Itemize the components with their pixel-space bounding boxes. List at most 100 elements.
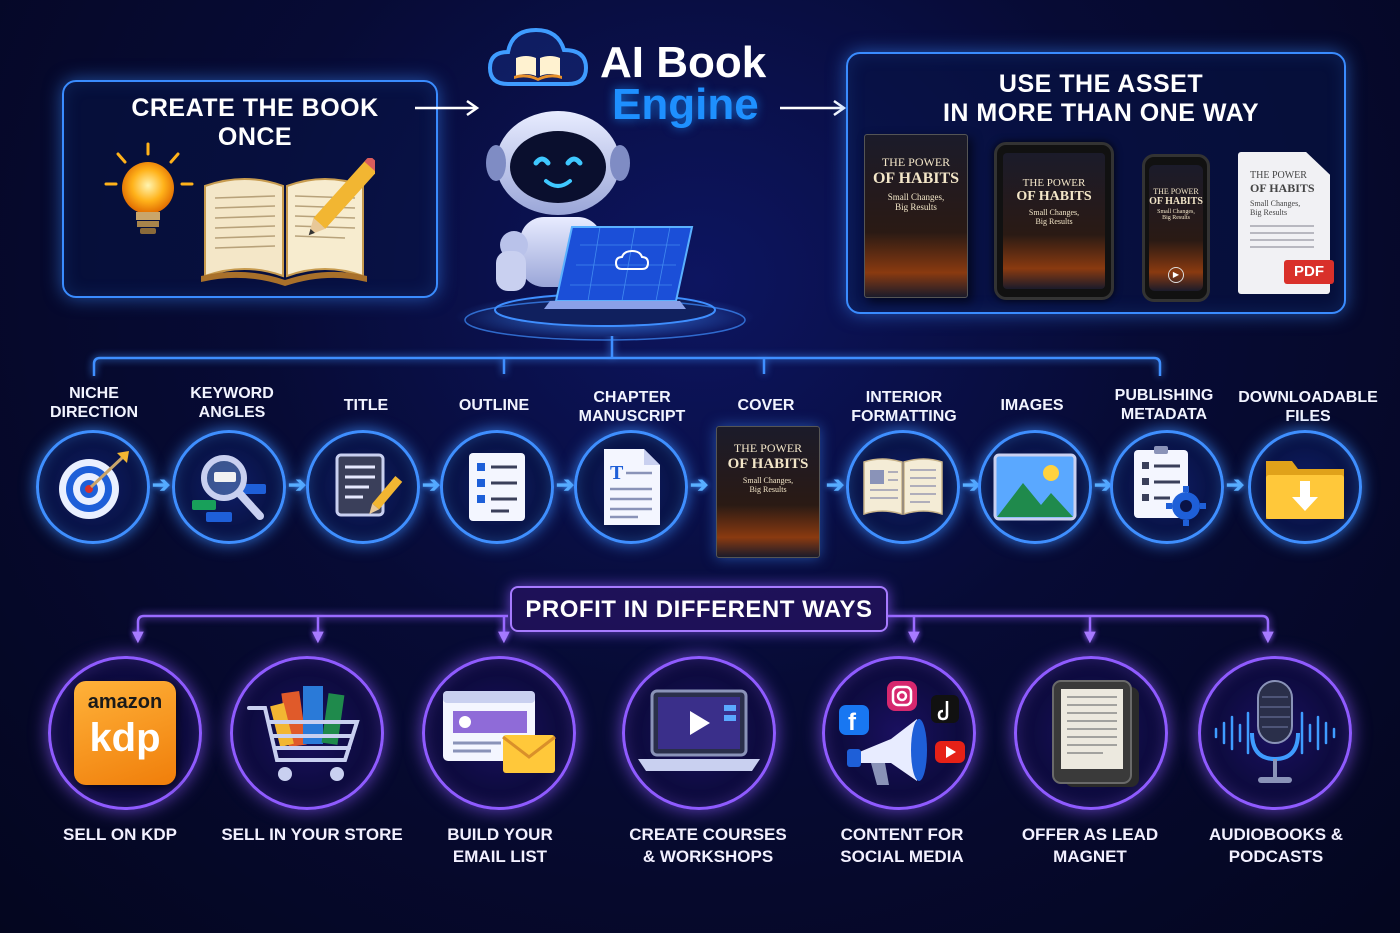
phone-device: THE POWER OF HABITS Small Changes, Big R…	[1142, 154, 1210, 302]
arrow-to-asset-box	[780, 96, 852, 120]
purple-arrow-1: ▼	[128, 626, 148, 648]
phone-subtitle-1: Small Changes,	[1157, 209, 1195, 215]
open-book-pencil-icon	[195, 155, 382, 286]
phone-subtitle-2: Big Results	[1162, 215, 1190, 221]
phone-title-2: OF HABITS	[1149, 196, 1203, 207]
output-label-kdp: SELL ON KDP	[63, 825, 177, 844]
step-arrow-6: ➔	[826, 472, 845, 497]
steps-connector	[0, 336, 1400, 386]
step-cover[interactable]: THE POWER OF HABITS Small Changes, Big R…	[716, 426, 820, 558]
image-icon	[993, 453, 1077, 521]
cover-title-2: OF HABITS	[727, 456, 809, 472]
profit-heading-box	[510, 586, 888, 632]
purple-arrow-5: ▼	[1080, 626, 1100, 648]
output-courses[interactable]	[622, 656, 776, 810]
megaphone-social-icon: f	[839, 681, 965, 785]
step-niche[interactable]	[36, 430, 150, 544]
document-pencil-icon	[335, 453, 403, 517]
metadata-gear-icon	[1134, 446, 1206, 526]
hardcover-book: THE POWER OF HABITS Small Changes, Big R…	[864, 134, 968, 298]
open-book-icon	[863, 458, 943, 516]
output-social[interactable]: f	[822, 656, 976, 810]
step-publishing[interactable]	[1110, 430, 1224, 544]
cover-subtitle-2: Big Results	[749, 485, 787, 494]
step-arrow-8: ➔	[1094, 472, 1113, 497]
play-icon[interactable]: ▶	[1168, 267, 1184, 283]
purple-arrow-4: ▼	[904, 626, 924, 648]
step-arrow-5: ➔	[690, 472, 709, 497]
output-email[interactable]	[422, 656, 576, 810]
step-interior[interactable]	[846, 430, 960, 544]
step-images[interactable]	[978, 430, 1092, 544]
purple-arrow-2: ▼	[308, 626, 328, 648]
output-lead-magnet[interactable]	[1014, 656, 1168, 810]
microphone-icon	[1214, 680, 1336, 783]
output-label-store: SELL IN YOUR STORE	[221, 825, 403, 844]
tablet-title-1: THE POWER	[1022, 177, 1086, 189]
hardcover-title-1: THE POWER	[881, 155, 951, 169]
lightbulb-icon	[100, 140, 200, 250]
phone-title-1: THE POWER	[1153, 187, 1199, 196]
laptop-video-icon	[638, 689, 760, 771]
asset-heading-line1: USE THE ASSET	[998, 70, 1204, 98]
robot-with-laptop-icon	[440, 105, 770, 345]
profit-connector	[0, 596, 1400, 646]
output-audio[interactable]	[1198, 656, 1352, 810]
hardcover-subtitle-1: Small Changes,	[887, 192, 945, 202]
hardcover-subtitle-2: Big Results	[895, 202, 937, 212]
pdf-subtitle-1: Small Changes,	[1250, 199, 1301, 208]
pdf-subtitle-2: Big Results	[1250, 208, 1288, 217]
cover-subtitle-1: Small Changes,	[742, 476, 794, 485]
step-keyword[interactable]	[172, 430, 286, 544]
output-store[interactable]	[230, 656, 384, 810]
step-arrow-1: ➔	[152, 472, 171, 497]
pdf-text-lines	[1250, 225, 1314, 253]
purple-arrow-6: ▼	[1258, 626, 1278, 648]
amazon-text: amazon	[87, 691, 163, 713]
engine-title-line2: Engine	[612, 80, 759, 129]
text-document-icon: T	[604, 449, 660, 525]
checklist-icon	[469, 453, 525, 521]
step-arrow-4: ➔	[556, 472, 575, 497]
create-book-heading: CREATE THE BOOK ONCE	[131, 94, 379, 151]
pdf-badge: PDF	[1284, 260, 1334, 284]
pdf-title-1: THE POWER	[1250, 170, 1307, 181]
step-label-cover: COVER	[737, 397, 795, 414]
magnifier-icon	[192, 455, 266, 522]
step-title[interactable]	[306, 430, 420, 544]
step-label-images: IMAGES	[1000, 397, 1064, 414]
folder-download-icon	[1266, 461, 1344, 519]
output-label-audio: AUDIOBOOKS &PODCASTS	[1208, 825, 1344, 866]
step-downloadable[interactable]	[1248, 430, 1362, 544]
kdp-text: kdp	[89, 716, 161, 760]
step-arrow-7: ➔	[962, 472, 981, 497]
tablet-title-2: OF HABITS	[1016, 189, 1092, 204]
tablet-subtitle-1: Small Changes,	[1028, 208, 1080, 217]
step-arrow-9: ➔	[1226, 472, 1245, 497]
tablet-subtitle-2: Big Results	[1035, 217, 1073, 226]
phone-screen: THE POWER OF HABITS Small Changes, Big R…	[1149, 165, 1203, 291]
step-chapter[interactable]: T	[574, 430, 688, 544]
amazon-kdp-icon: amazon kdp	[74, 681, 176, 785]
asset-heading-line2: IN MORE THAN ONE WAY	[942, 99, 1260, 127]
cloud-book-logo-icon	[486, 22, 590, 94]
instagram-icon	[887, 681, 917, 711]
cover-title-1: THE POWER	[733, 441, 803, 455]
arrow-to-engine	[415, 96, 485, 120]
tablet-device: THE POWER OF HABITS Small Changes, Big R…	[994, 142, 1114, 300]
tablet-screen: THE POWER OF HABITS Small Changes, Big R…	[1003, 153, 1105, 289]
email-icon	[443, 691, 556, 773]
facebook-icon	[839, 705, 869, 735]
svg-text:f: f	[848, 709, 857, 736]
output-kdp[interactable]: amazon kdp	[48, 656, 202, 810]
profit-heading: PROFIT IN DIFFERENT WAYS	[525, 596, 873, 623]
step-outline[interactable]	[440, 430, 554, 544]
